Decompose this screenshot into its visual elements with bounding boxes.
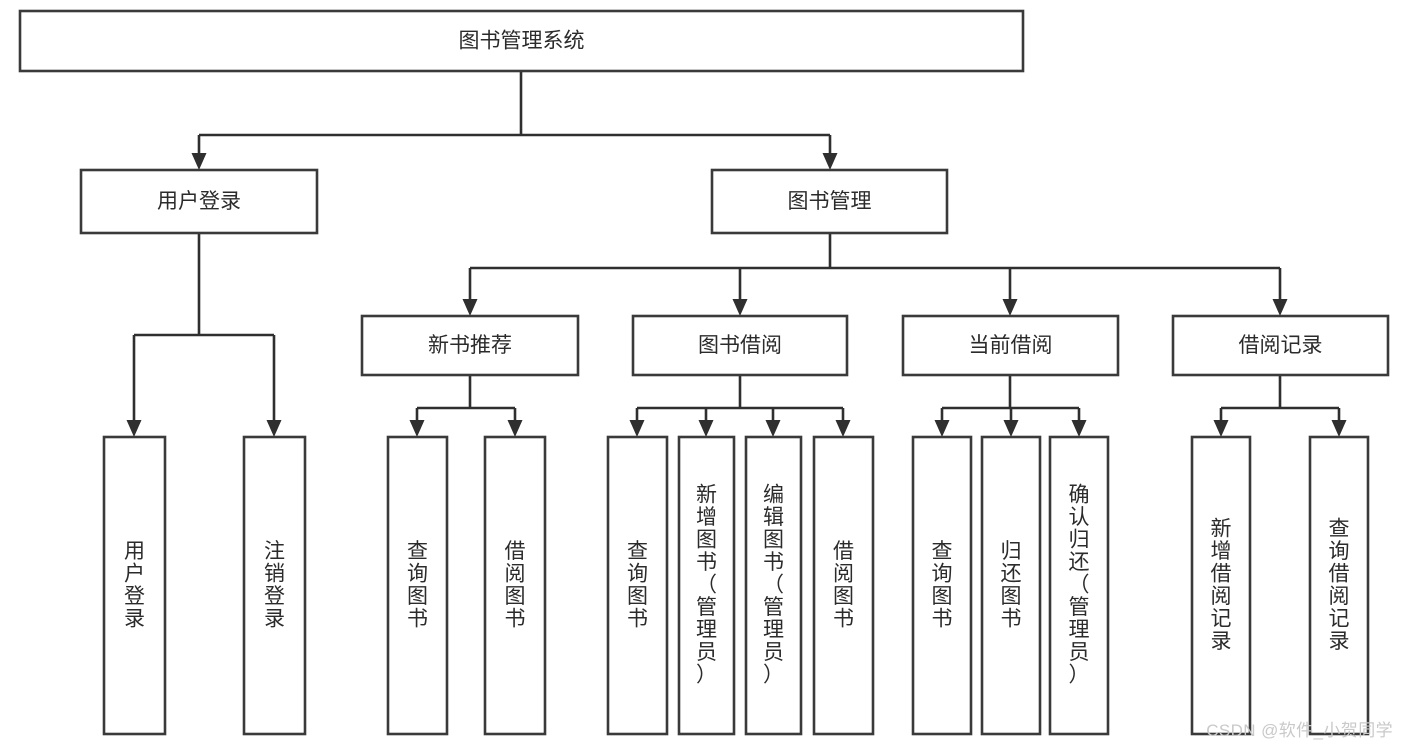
node-rect[interactable] — [1190, 435, 1252, 736]
node-label: 用户登录 — [157, 190, 241, 213]
connector-book-mgmt-bus — [470, 233, 1280, 270]
level1-node-图书管理[interactable]: 图书管理 — [710, 168, 949, 235]
node-rect[interactable] — [710, 168, 949, 235]
node-rect[interactable] — [386, 435, 449, 736]
arrow-connector-4 — [1002, 268, 1018, 316]
node-rect[interactable] — [360, 314, 580, 377]
level2-node-借阅记录[interactable]: 借阅记录 — [1171, 314, 1390, 377]
level2-node-图书借阅[interactable]: 图书借阅 — [631, 314, 849, 377]
connector-current-bus — [942, 375, 1079, 410]
level2-node-当前借阅[interactable]: 当前借阅 — [901, 314, 1120, 377]
node-label: 新增借阅记录 — [1211, 517, 1232, 653]
connector-record-bus — [1221, 375, 1339, 410]
node-label: 注销登录 — [264, 539, 285, 630]
node-label: 归还图书 — [1001, 539, 1022, 630]
node-label: 借阅图书 — [505, 539, 526, 630]
leaf-node-新增借阅记录[interactable]: 新增借阅记录 — [1190, 435, 1252, 736]
connector-borrow-bus — [637, 375, 843, 410]
arrow-connector-10 — [629, 408, 645, 437]
arrow-connector-0 — [191, 135, 207, 170]
level1-node-用户登录[interactable]: 用户登录 — [79, 168, 319, 235]
node-rect[interactable] — [744, 435, 803, 736]
node-rect[interactable] — [242, 435, 307, 736]
arrow-connector-12 — [765, 408, 781, 437]
connector-root-bus — [199, 71, 830, 137]
leaf-node-编辑图书管理员[interactable]: 编辑图书（管理员） — [744, 435, 803, 736]
node-label: 借阅图书 — [833, 539, 854, 630]
node-layer: 图书管理系统用户登录图书管理新书推荐图书借阅当前借阅借阅记录用户登录注销登录查询… — [18, 9, 1390, 736]
node-rect[interactable] — [79, 168, 319, 235]
leaf-node-借阅图书[interactable]: 借阅图书 — [812, 435, 875, 736]
arrow-connector-17 — [1213, 408, 1229, 437]
node-rect[interactable] — [901, 314, 1120, 377]
node-rect[interactable] — [1171, 314, 1390, 377]
node-rect[interactable] — [102, 435, 167, 736]
arrow-connector-2 — [462, 268, 478, 316]
node-label: 编辑图书（管理员） — [763, 483, 784, 686]
arrow-connector-15 — [1003, 408, 1019, 437]
arrow-connector-8 — [409, 408, 425, 437]
node-label: 新增图书（管理员） — [696, 483, 717, 686]
node-label: 当前借阅 — [969, 334, 1053, 357]
root-node-图书管理系统[interactable]: 图书管理系统 — [18, 9, 1025, 73]
node-label: 新书推荐 — [428, 334, 512, 357]
node-label: 图书借阅 — [698, 334, 782, 357]
leaf-node-归还图书[interactable]: 归还图书 — [980, 435, 1042, 736]
node-rect[interactable] — [606, 435, 669, 736]
leaf-node-查询图书[interactable]: 查询图书 — [386, 435, 449, 736]
leaf-node-借阅图书[interactable]: 借阅图书 — [483, 435, 547, 736]
node-rect[interactable] — [812, 435, 875, 736]
node-label: 查询图书 — [407, 539, 428, 630]
connector-new-book-bus — [417, 375, 515, 410]
arrow-connector-1 — [822, 135, 838, 170]
node-rect[interactable] — [631, 314, 849, 377]
node-label: 用户登录 — [124, 539, 145, 630]
node-label: 查询图书 — [932, 539, 953, 630]
node-rect[interactable] — [1308, 435, 1370, 736]
leaf-node-用户登录[interactable]: 用户登录 — [102, 435, 167, 736]
arrow-connector-5 — [1272, 268, 1288, 316]
leaf-node-注销登录[interactable]: 注销登录 — [242, 435, 307, 736]
node-rect[interactable] — [18, 9, 1025, 73]
csdn-watermark: CSDN @软件_小贺同学 — [1206, 721, 1393, 740]
node-rect[interactable] — [980, 435, 1042, 736]
arrow-connector-9 — [507, 408, 523, 437]
node-label: 图书管理系统 — [459, 30, 585, 53]
leaf-node-查询图书[interactable]: 查询图书 — [606, 435, 669, 736]
node-label: 图书管理 — [788, 190, 872, 213]
node-rect[interactable] — [911, 435, 973, 736]
arrow-connector-7 — [266, 335, 282, 437]
leaf-node-查询借阅记录[interactable]: 查询借阅记录 — [1308, 435, 1370, 736]
arrow-connector-16 — [1071, 408, 1087, 437]
node-label: 借阅记录 — [1239, 334, 1323, 357]
node-label: 查询借阅记录 — [1329, 517, 1350, 653]
leaf-node-确认归还管理员[interactable]: 确认归还（管理员） — [1048, 435, 1110, 736]
arrow-connector-18 — [1331, 408, 1347, 437]
connector-layer — [126, 71, 1347, 437]
leaf-node-新增图书管理员[interactable]: 新增图书（管理员） — [677, 435, 736, 736]
node-label: 查询图书 — [627, 539, 648, 630]
node-label: 确认归还（管理员） — [1069, 483, 1090, 686]
arrow-connector-11 — [698, 408, 714, 437]
arrow-connector-14 — [934, 408, 950, 437]
node-rect[interactable] — [1048, 435, 1110, 736]
node-rect[interactable] — [677, 435, 736, 736]
node-rect[interactable] — [483, 435, 547, 736]
leaf-node-查询图书[interactable]: 查询图书 — [911, 435, 973, 736]
arrow-connector-13 — [835, 408, 851, 437]
arrow-connector-6 — [126, 335, 142, 437]
level2-node-新书推荐[interactable]: 新书推荐 — [360, 314, 580, 377]
arrow-connector-3 — [732, 268, 748, 316]
connector-login-bus — [134, 233, 274, 337]
